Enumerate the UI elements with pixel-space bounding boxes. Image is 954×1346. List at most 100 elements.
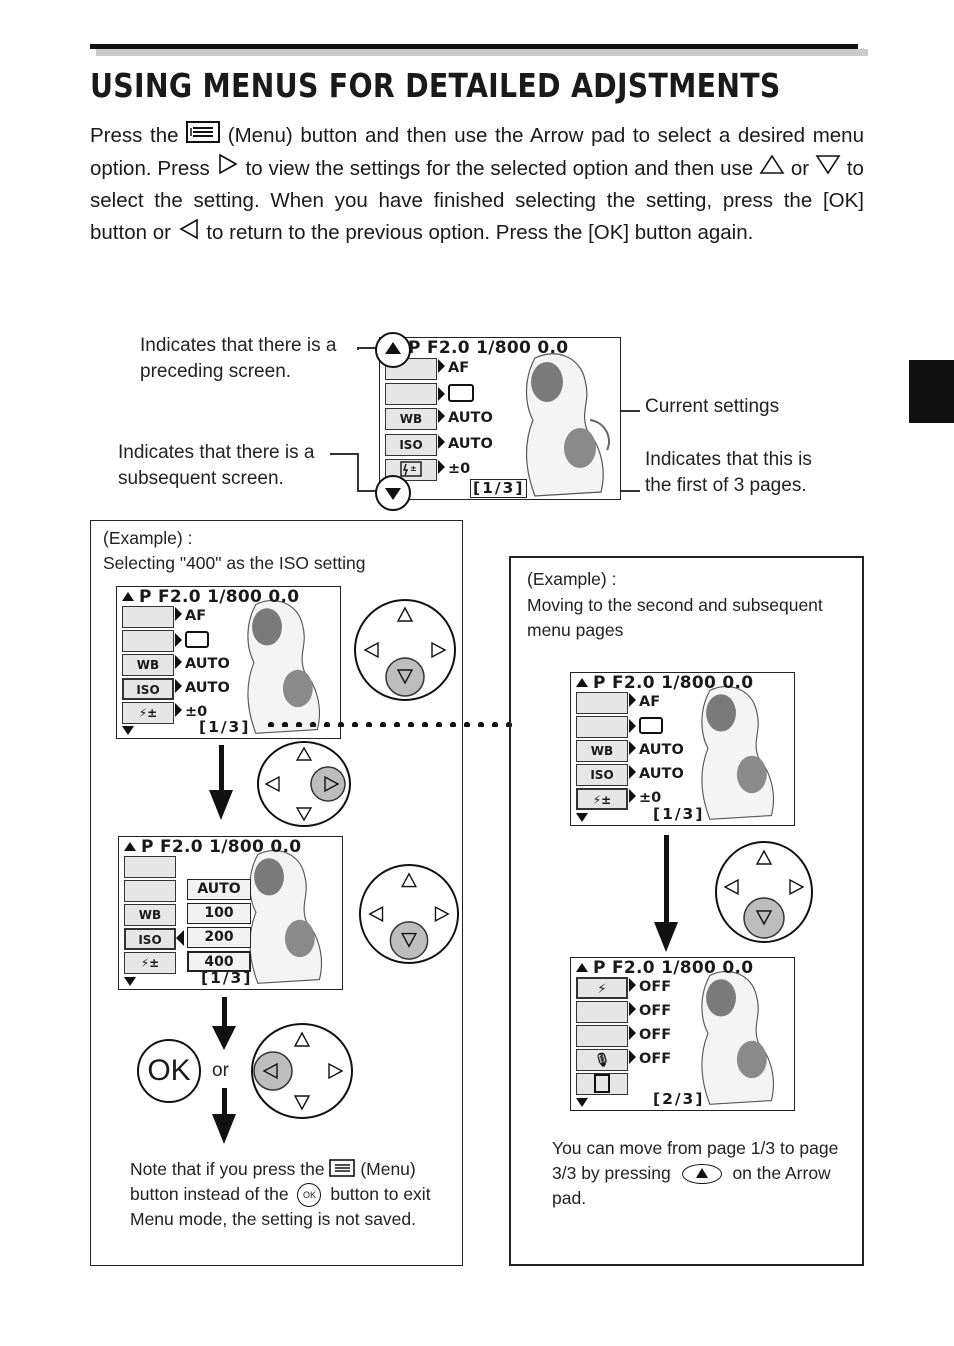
header-rule (90, 44, 858, 49)
triangle-down-icon (385, 488, 401, 500)
setting-value-off: OFF (629, 1026, 671, 1043)
setting-value-off: OFF (629, 1002, 671, 1019)
setting-value-iso: AUTO (175, 679, 230, 696)
setting-value-exposure: ±0 (629, 789, 661, 806)
leader-line (357, 453, 359, 491)
note-page-navigation: You can move from page 1/3 to page 3/3 b… (552, 1138, 839, 1208)
flow-arrow (222, 997, 227, 1033)
leader-line (357, 490, 377, 492)
menu-cell-wb: WB (576, 740, 628, 762)
menu-icon (186, 120, 221, 153)
lcd-screen-ex1-a: P F2.0 1/800 0.0 WB ISO ⚡± AF AUTO AUTO … (116, 586, 341, 739)
triangle-up-icon (122, 592, 134, 601)
card-icon (594, 1074, 610, 1093)
quality-icon (639, 717, 663, 734)
section-tab-marker (909, 360, 954, 423)
setting-value-iso: AUTO (629, 765, 684, 782)
menu-cell-quality (576, 716, 628, 738)
setting-value-iso: AUTO (438, 435, 493, 452)
arrow-pad-down-pressed (358, 863, 460, 965)
triangle-up-icon (695, 1168, 708, 1179)
menu-cell-wb: WB (124, 904, 176, 926)
setting-value-quality (438, 384, 474, 404)
arrow-down-icon (815, 153, 841, 185)
dotted-connector (264, 721, 514, 727)
menu-cell-focus (122, 606, 174, 628)
lcd-header: P F2.0 1/800 0.0 (408, 338, 569, 358)
triangle-down-icon (576, 1098, 588, 1107)
callout-subsequent-screen: Indicates that there is a subsequent scr… (118, 442, 315, 489)
arrow-pad-right-pressed (257, 741, 351, 827)
page-indicator: [1/3] (653, 805, 705, 823)
dog-illustration (247, 600, 321, 734)
flash-comp-icon: ± (400, 461, 422, 477)
flow-arrow-head (212, 1026, 236, 1050)
leader-line (357, 347, 377, 349)
lcd-screen-main: P F2.0 1/800 0.0 WB ISO ± AF AUTO AUTO ±… (379, 337, 621, 500)
triangle-up-icon (576, 678, 588, 687)
leader-line (330, 453, 357, 455)
flow-arrow (664, 835, 669, 927)
example1-heading: (Example) : (103, 528, 193, 548)
flash-icon: ⚡ (597, 982, 607, 997)
example2-heading: (Example) : (527, 569, 617, 589)
ok-small-icon: OK (297, 1183, 322, 1208)
example1-text: Selecting "400" as the ISO setting (103, 553, 366, 573)
menu-cell-focus (576, 692, 628, 714)
preceding-screen-marker (375, 332, 411, 368)
quality-icon (185, 631, 209, 648)
flow-arrow-head (209, 790, 233, 820)
dog-illustration (701, 971, 775, 1105)
triangle-down-icon (576, 813, 588, 822)
menu-cell-iso: ISO (124, 928, 176, 950)
setting-value-af: AF (175, 607, 206, 624)
triangle-down-icon (122, 726, 134, 735)
example-pages-box (509, 556, 864, 1266)
menu-cell-blank (576, 1001, 628, 1023)
triangle-up-icon (124, 842, 136, 851)
page-indicator: [2/3] (653, 1090, 705, 1108)
menu-cell-wb: WB (385, 408, 437, 430)
flow-arrow-head (654, 922, 678, 952)
page-title: USING MENUS FOR DETAILED ADJSTMENTS (90, 66, 781, 105)
triangle-up-icon (576, 963, 588, 972)
menu-icon (329, 1159, 356, 1177)
triangle-up-icon (385, 342, 401, 354)
setting-value-af: AF (438, 359, 469, 376)
flow-arrow-head (212, 1114, 236, 1144)
iso-option-400: 400 (187, 951, 251, 972)
setting-value-af: AF (629, 693, 660, 710)
lcd-header: P F2.0 1/800 0.0 (139, 587, 300, 607)
flash-comp-icon: ⚡± (138, 706, 158, 720)
menu-cell-iso: ISO (385, 434, 437, 456)
page-indicator: [1/3] (201, 969, 253, 987)
menu-cell-quality (122, 630, 174, 652)
flow-arrow (222, 1088, 227, 1118)
example2-text: Moving to the second and subsequent menu… (527, 595, 823, 640)
setting-value-off: OFF (629, 978, 671, 995)
menu-cell-flash-comp: ⚡± (124, 952, 176, 974)
iso-option-auto: AUTO (187, 879, 251, 900)
or-label: or (212, 1060, 229, 1081)
lcd-screen-ex2-b: P F2.0 1/800 0.0 ⚡ 🎙 OFF OFF OFF OFF [2/… (570, 957, 795, 1111)
dog-illustration (701, 686, 775, 820)
quality-icon (448, 384, 474, 402)
menu-cell-iso: ISO (576, 764, 628, 786)
subsequent-screen-marker (375, 475, 411, 511)
lcd-screen-ex1-b: P F2.0 1/800 0.0 WB ISO ⚡± AUTO 100 200 … (118, 836, 343, 990)
arrow-left-icon (177, 218, 201, 250)
leader-line (357, 347, 359, 350)
menu-cell-flash: ⚡ (576, 977, 628, 999)
arrow-pad-up-icon (681, 1164, 722, 1185)
intro-paragraph: Press the (Menu) button and then use the… (90, 120, 864, 250)
menu-cell-sound: 🎙 (576, 1049, 628, 1071)
menu-cell-card (576, 1073, 628, 1095)
iso-option-100: 100 (187, 903, 251, 924)
menu-cell-flash-comp: ⚡± (576, 788, 628, 810)
menu-cell-quality (124, 880, 176, 902)
lcd-header: P F2.0 1/800 0.0 (593, 673, 754, 693)
menu-cell-iso: ISO (122, 678, 174, 700)
arrow-right-icon (216, 153, 240, 185)
ok-button-icon: OK (137, 1039, 201, 1103)
setting-value-wb: AUTO (175, 655, 230, 672)
